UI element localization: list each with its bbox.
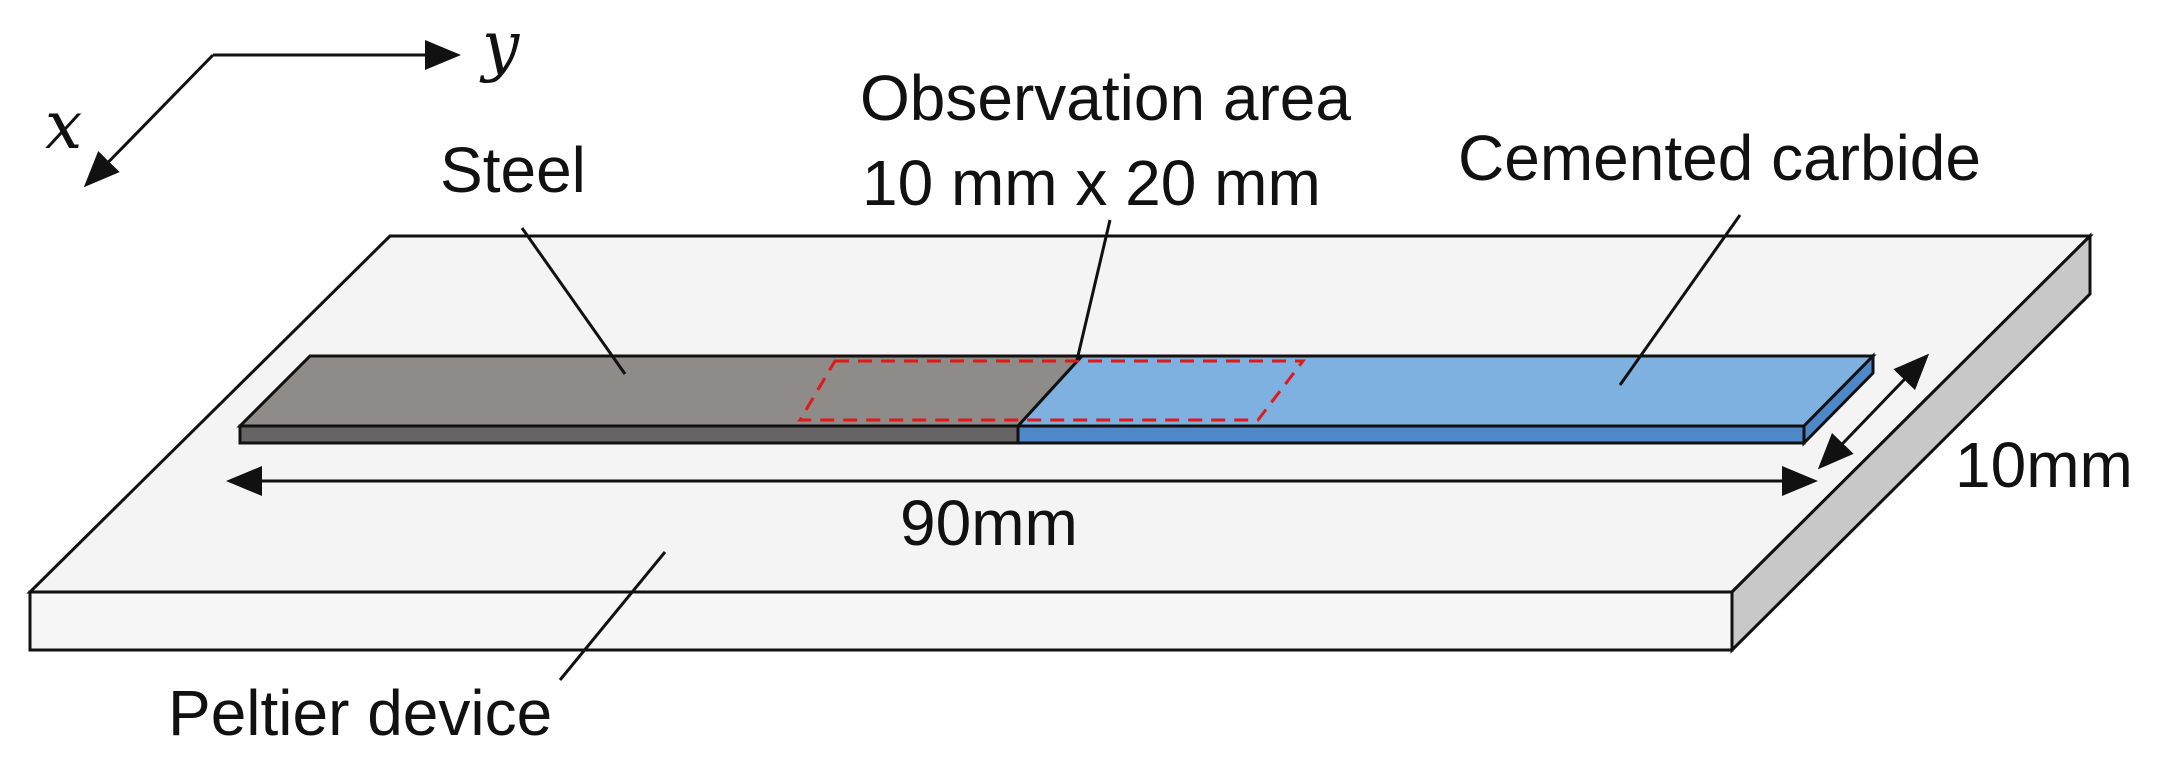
x-axis-label: x [45,87,82,164]
carbide-front [1016,424,1806,445]
peltier-plate-front [28,590,1734,652]
cemented-carbide-label: Cemented carbide [1458,122,1981,194]
steel-specimen [236,354,1086,445]
x-axis-arrow [83,53,215,188]
width-dimension-arrow [1817,353,1930,470]
observation-area-size: 10 mm x 20 mm [862,147,1321,219]
peltier-device-label: Peltier device [168,677,552,749]
carbide-top [1014,354,1877,428]
steel-front [238,424,1020,445]
steel-top [236,354,1086,428]
peltier-leader-line [558,551,667,681]
length-label: 90mm [900,487,1078,559]
carbide-leader-line [1618,214,1742,386]
y-axis-label: y [479,7,520,84]
steel-label: Steel [440,134,586,206]
coordinate-axes: y x [45,7,520,188]
observation-leader-line [1075,219,1112,361]
cemented-carbide-specimen [1014,352,1877,447]
width-label: 10mm [1955,429,2133,501]
steel-leader-line [520,227,627,375]
observation-area-title: Observation area [860,62,1351,134]
observation-area-outline [797,359,1307,422]
